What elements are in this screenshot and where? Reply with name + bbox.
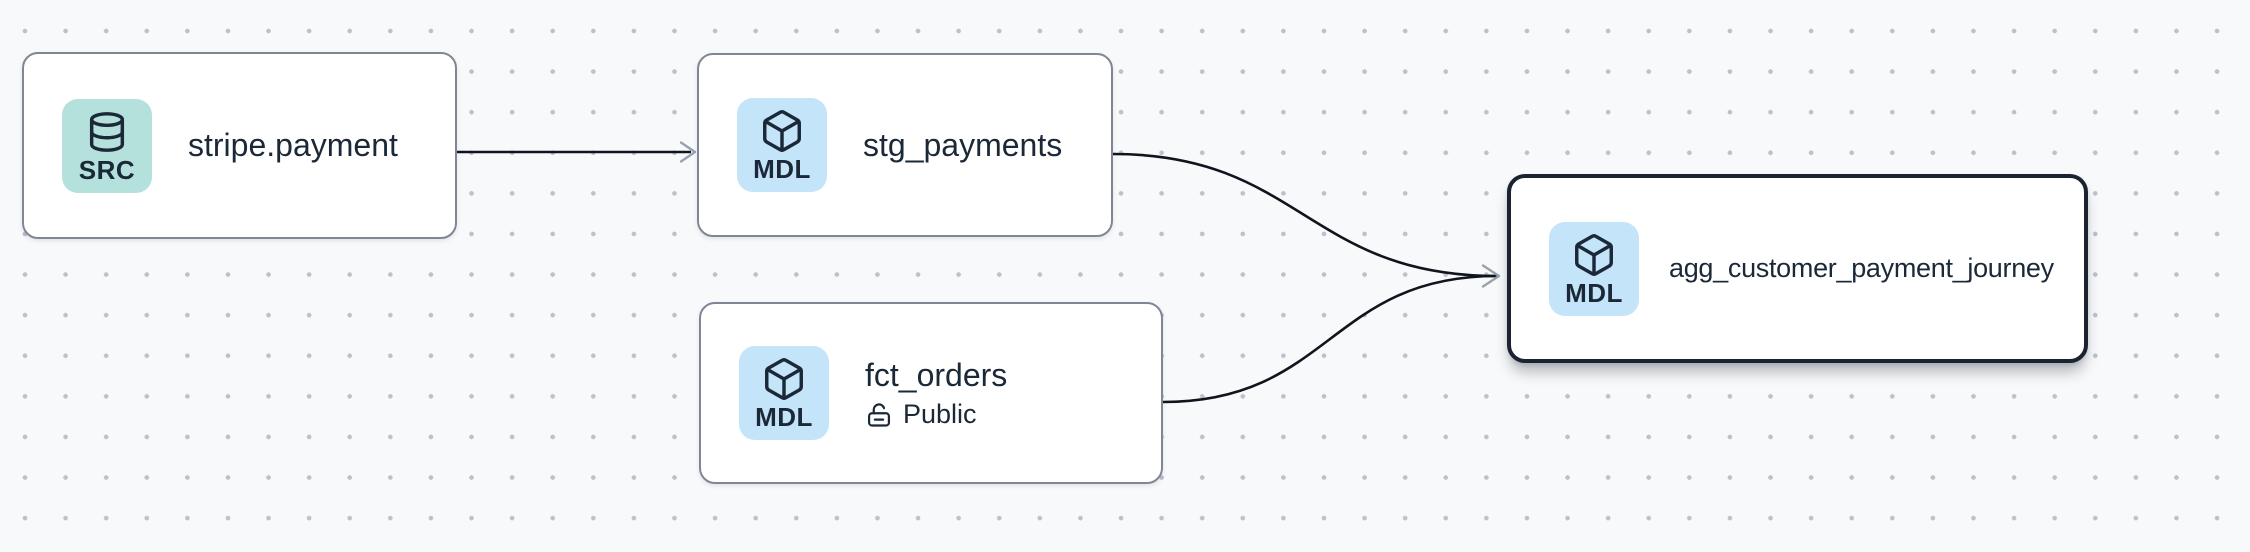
badge-label: SRC xyxy=(78,154,136,185)
unlock-icon xyxy=(867,403,891,427)
access-row: Public xyxy=(865,398,1007,430)
node-stg-payments[interactable]: MDL stg_payments xyxy=(697,53,1113,237)
badge-label: MDL xyxy=(755,402,813,432)
box-icon xyxy=(765,358,803,400)
arrowhead-agg xyxy=(1481,264,1501,288)
node-fct-orders[interactable]: MDL fct_orders Public xyxy=(699,302,1163,484)
node-title: stripe.payment xyxy=(188,127,398,164)
box-icon xyxy=(1575,233,1613,276)
source-badge: SRC xyxy=(62,98,152,193)
badge-label: MDL xyxy=(753,154,811,184)
edge-stg-to-agg[interactable] xyxy=(1112,152,1498,278)
arrowhead-stg xyxy=(679,141,697,163)
edge-fct-to-agg[interactable] xyxy=(1162,274,1498,404)
database-icon xyxy=(89,111,125,152)
node-title: agg_customer_payment_journey xyxy=(1669,253,2054,284)
model-badge: MDL xyxy=(1549,221,1639,316)
box-icon xyxy=(763,110,801,152)
model-badge: MDL xyxy=(739,346,829,440)
badge-label: MDL xyxy=(1565,277,1623,308)
node-stripe-payment[interactable]: SRC stripe.payment xyxy=(22,52,457,239)
node-title: stg_payments xyxy=(863,126,1063,163)
node-title: fct_orders xyxy=(865,357,1008,394)
node-agg-customer-payment-journey[interactable]: MDL agg_customer_payment_journey xyxy=(1507,174,2088,363)
access-label: Public xyxy=(903,398,977,429)
model-badge: MDL xyxy=(737,98,827,192)
